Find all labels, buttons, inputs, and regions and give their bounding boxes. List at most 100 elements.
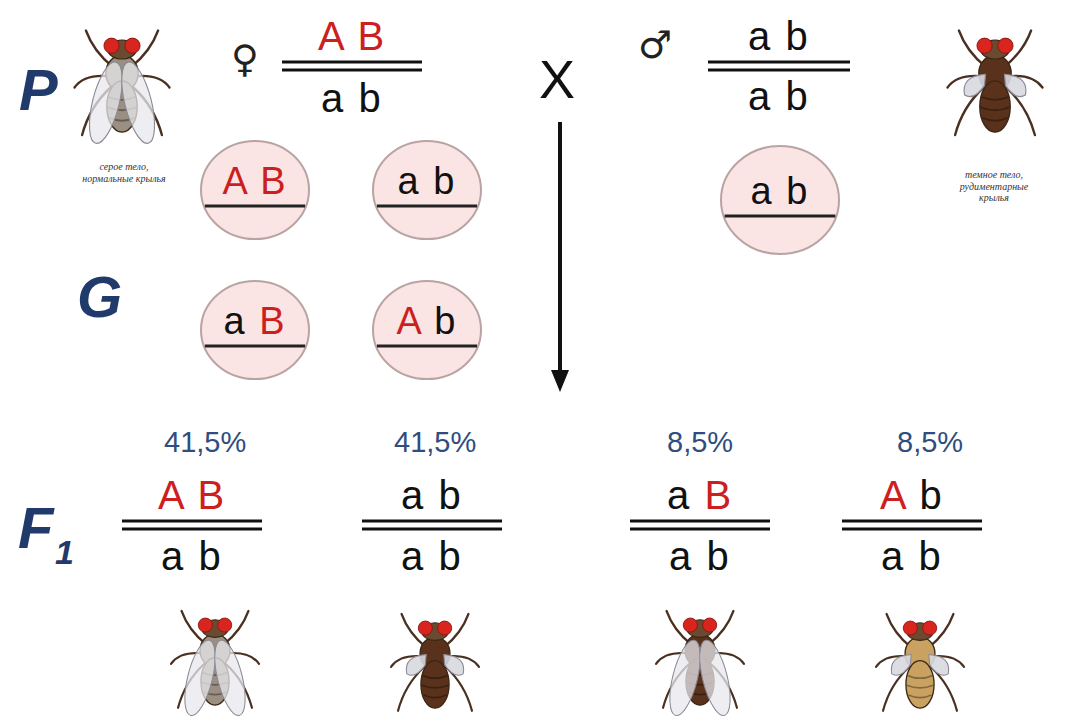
allele-letter <box>247 300 260 342</box>
fly-grey-normal <box>75 30 170 146</box>
allele-letter <box>248 160 261 202</box>
gamete-circle: a b <box>719 144 841 256</box>
allele-letter: A <box>880 473 906 517</box>
allele-letter: b <box>358 76 382 120</box>
percentage: 8,5% <box>897 427 963 459</box>
fly-head <box>198 618 231 637</box>
gamete-cell <box>373 281 481 379</box>
genotype-allele: a b <box>881 534 943 578</box>
fly-stripes <box>422 676 448 698</box>
phenotype-caption: серое тело, нормальные крылья <box>78 161 170 184</box>
allele-letter: A <box>397 300 422 342</box>
fly-legs <box>876 614 964 711</box>
fly-body <box>905 637 935 708</box>
percentage: 8,5% <box>667 427 733 459</box>
gamete-cell <box>201 281 309 379</box>
fly-head <box>977 38 1013 59</box>
fly-dark-vestigial <box>948 30 1043 135</box>
allele-letter: b <box>920 473 944 517</box>
allele-letter: b <box>438 534 462 578</box>
fly-dark-vestigial <box>391 614 479 711</box>
fly-head <box>104 38 140 59</box>
fly-head <box>418 621 451 640</box>
allele-letter <box>425 534 438 578</box>
gamete-cell <box>373 141 481 239</box>
gamete-genotype: A b <box>397 301 458 343</box>
generation-label: P <box>19 58 58 122</box>
fly-stripes <box>907 676 933 698</box>
genotype-allele: a b <box>401 534 463 578</box>
genotype-allele: a b <box>161 534 223 578</box>
allele-letter <box>425 473 438 517</box>
gamete-genotype: a b <box>751 171 810 213</box>
gamete-circle: A b <box>371 279 483 381</box>
gamete-outline <box>371 139 483 241</box>
genotype-allele: a b <box>321 76 383 120</box>
genotype-allele: a b <box>748 74 810 118</box>
genotype-allele: a b <box>748 14 810 58</box>
allele-letter <box>693 534 706 578</box>
chromosome-line <box>842 520 982 523</box>
allele-letter <box>905 534 918 578</box>
allele-letter: b <box>198 534 222 578</box>
fly-wings <box>179 637 252 718</box>
allele-letter: b <box>433 160 456 202</box>
chromosome-line <box>708 69 850 72</box>
fly-dark-normal <box>656 611 744 718</box>
generation-label: G <box>77 265 122 329</box>
allele-letter: A <box>222 160 247 202</box>
allele-letter: A <box>158 473 184 517</box>
allele-letter <box>421 160 434 202</box>
fly-body <box>979 55 1011 132</box>
allele-letter: a <box>401 534 425 578</box>
cross-arrow <box>558 122 562 372</box>
genotype-allele: A B <box>158 473 226 517</box>
allele-letter <box>345 76 358 120</box>
allele-letter <box>184 473 197 517</box>
allele-letter: a <box>751 170 774 212</box>
percentage: 41,5% <box>164 427 246 459</box>
chromosome-line <box>377 344 477 347</box>
chromosome-line <box>205 204 305 207</box>
allele-letter <box>772 74 785 118</box>
allele-letter: a <box>321 76 345 120</box>
chromosome-line <box>282 61 422 64</box>
allele-letter <box>691 473 704 517</box>
percentage: 41,5% <box>394 427 476 459</box>
fly-stripes <box>981 97 1010 121</box>
phenotype-caption: темное тело, рудиментарные крылья <box>948 169 1040 204</box>
fly-grey-vestigial <box>876 614 964 711</box>
allele-letter <box>906 473 919 517</box>
allele-letter: B <box>259 300 286 342</box>
gamete-genotype: a b <box>398 161 457 203</box>
allele-letter: a <box>223 300 246 342</box>
chromosome-line <box>630 520 770 523</box>
allele-letter: a <box>748 74 772 118</box>
fly-grey-normal <box>171 611 259 718</box>
chromosome-line <box>630 528 770 531</box>
allele-letter: a <box>161 534 185 578</box>
arrow-head <box>551 370 569 392</box>
allele-letter: b <box>438 473 462 517</box>
chromosome-line <box>282 69 422 72</box>
allele-letter: b <box>706 534 730 578</box>
gamete-outline <box>199 139 311 241</box>
gamete-cell <box>201 141 309 239</box>
allele-letter: B <box>704 473 733 517</box>
chromosome-line <box>205 344 305 347</box>
fly-wings <box>891 654 948 675</box>
allele-letter <box>772 14 785 58</box>
allele-letter: B <box>358 14 387 58</box>
fly-wings <box>664 637 737 718</box>
chromosome-line <box>362 520 502 523</box>
chromosome-line <box>122 528 262 531</box>
sex-symbol: ♂ <box>638 25 672 67</box>
cross-sign: X <box>539 50 575 109</box>
chromosome-line <box>842 528 982 531</box>
allele-letter <box>344 14 357 58</box>
allele-letter <box>422 300 435 342</box>
fly-legs <box>391 614 479 711</box>
allele-letter: b <box>434 300 457 342</box>
